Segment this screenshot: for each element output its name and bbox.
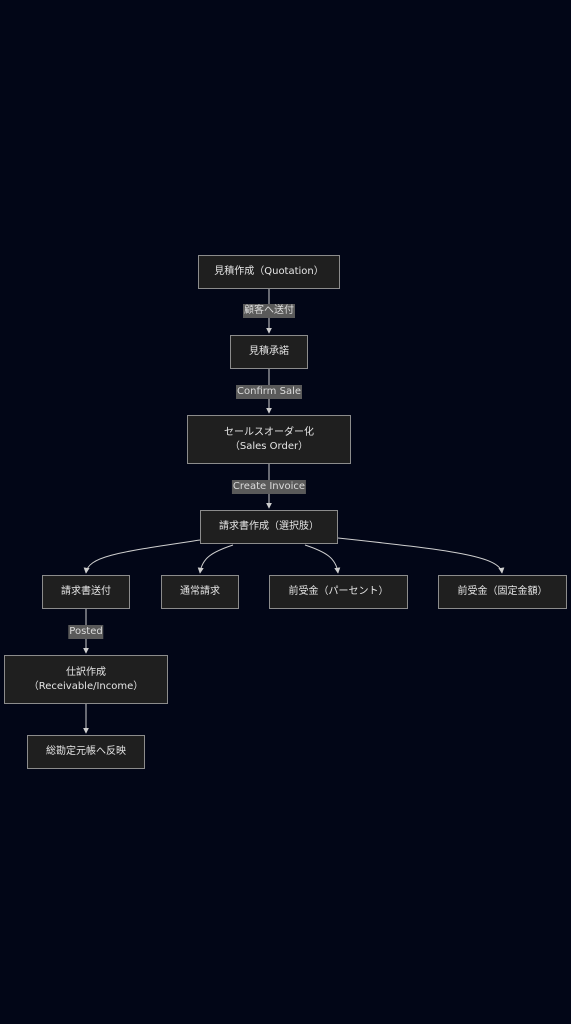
edge-invoice-send [83,539,201,574]
node-advance-percent-label: 前受金（パーセント） [288,586,389,597]
edge-invoice-advance-percent [304,544,341,574]
edge-label-posted: Posted [68,625,104,639]
node-regular-invoice-label: 通常請求 [180,586,220,597]
node-journal-entry-sublabel: （Receivable/Income） [28,680,144,692]
node-quotation-label: 見積作成（Quotation） [214,266,324,277]
node-advance-fixed-label: 前受金（固定金額） [457,586,548,597]
edge-label-confirm-sale: Confirm Sale [236,385,302,399]
node-general-ledger: 総勘定元帳へ反映 [27,735,145,769]
node-send-invoice-label: 請求書送付 [61,586,111,597]
node-approve: 見積承諾 [230,335,308,369]
node-invoice-label: 請求書作成（選択肢） [219,521,319,532]
node-journal-entry: 仕訳作成 （Receivable/Income） [4,655,168,704]
node-sales-order-sublabel: （Sales Order） [229,440,309,452]
node-invoice: 請求書作成（選択肢） [200,510,338,544]
node-journal-entry-label: 仕訳作成 [66,666,106,678]
node-regular-invoice: 通常請求 [161,575,239,609]
edge-invoice-regular [197,544,234,574]
node-sales-order: セールスオーダー化 （Sales Order） [187,415,351,464]
edge-label-send-to-customer: 顧客へ送付 [243,304,295,318]
node-send-invoice: 請求書送付 [42,575,130,609]
node-approve-label: 見積承諾 [249,346,289,357]
node-quotation: 見積作成（Quotation） [198,255,340,289]
node-general-ledger-label: 総勘定元帳へ反映 [46,746,126,757]
edge-invoice-advance-fixed [337,537,505,574]
node-advance-percent: 前受金（パーセント） [269,575,408,609]
node-advance-fixed: 前受金（固定金額） [438,575,567,609]
edge-label-create-invoice: Create Invoice [231,480,307,494]
node-sales-order-label: セールスオーダー化 [224,426,314,438]
